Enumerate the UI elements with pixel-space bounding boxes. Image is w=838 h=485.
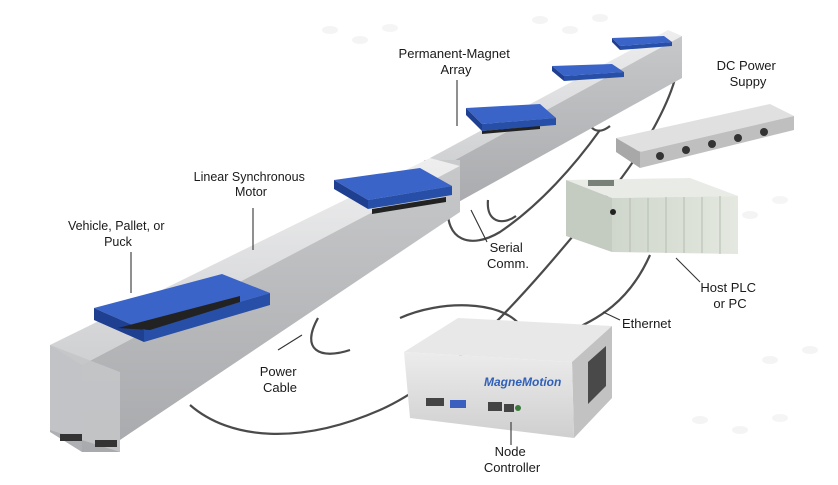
leader-lines [130,80,701,445]
label-power-cable: Power Cable [260,364,300,395]
puck-far-2 [612,36,672,50]
label-host-plc-line1: Host PLC [700,280,756,295]
label-magnet-array: Permanent-Magnet Array [399,46,514,77]
leader-ethernet [602,311,621,321]
serial-comm-wire [446,129,601,242]
track-slot [95,440,117,447]
puck-icon [94,274,270,342]
label-node-controller: Node Controller [484,444,541,475]
label-node-controller-line2: Controller [484,460,541,475]
controller-icon: MagneMotion [404,318,612,438]
track-end-front [50,345,120,452]
label-serial-comm-line2: Comm. [487,256,529,271]
track-side-near [82,166,460,452]
leader-serial [470,209,488,243]
plc-icon [566,178,738,254]
label-dc-power: DC Power Suppy [717,58,780,89]
label-magnet-array-line2: Array [440,62,472,77]
brand-logo-text: MagneMotion [484,375,561,389]
leader-plc [675,257,701,283]
track-side-far [444,36,682,210]
label-vehicle: Vehicle, Pallet, or Puck [68,219,168,249]
label-linear-motor: Linear Synchronous Motor [194,170,309,199]
puck-middle [334,168,452,214]
power-cable-loop [310,317,351,355]
label-host-plc-line2: or PC [713,296,746,311]
serial-comm-loop [486,199,517,223]
track-slot [60,434,82,441]
label-serial-comm: Serial Comm. [487,240,529,271]
label-ethernet: Ethernet [622,316,672,331]
label-magnet-array-line1: Permanent-Magnet [399,46,511,61]
label-serial-comm-line1: Serial [490,240,523,255]
label-dc-power-line2: Suppy [730,74,767,89]
label-host-plc: Host PLC or PC [700,280,759,311]
puck-far-1 [552,64,624,81]
label-node-controller-line1: Node [495,444,526,459]
puck-magnet-array [466,104,556,134]
label-dc-power-line1: DC Power [717,58,777,73]
label-vehicle-line2: Puck [104,235,133,249]
label-vehicle-line1: Vehicle, Pallet, or [68,219,165,233]
controller-link-wire [399,304,521,326]
leader-power [277,334,303,351]
label-power-cable-line1: Power [260,364,298,379]
label-power-cable-line2: Cable [263,380,297,395]
label-linear-motor-line1: Linear Synchronous [194,170,305,184]
label-linear-motor-line2: Motor [235,185,267,199]
power-supply-icon [616,104,794,168]
